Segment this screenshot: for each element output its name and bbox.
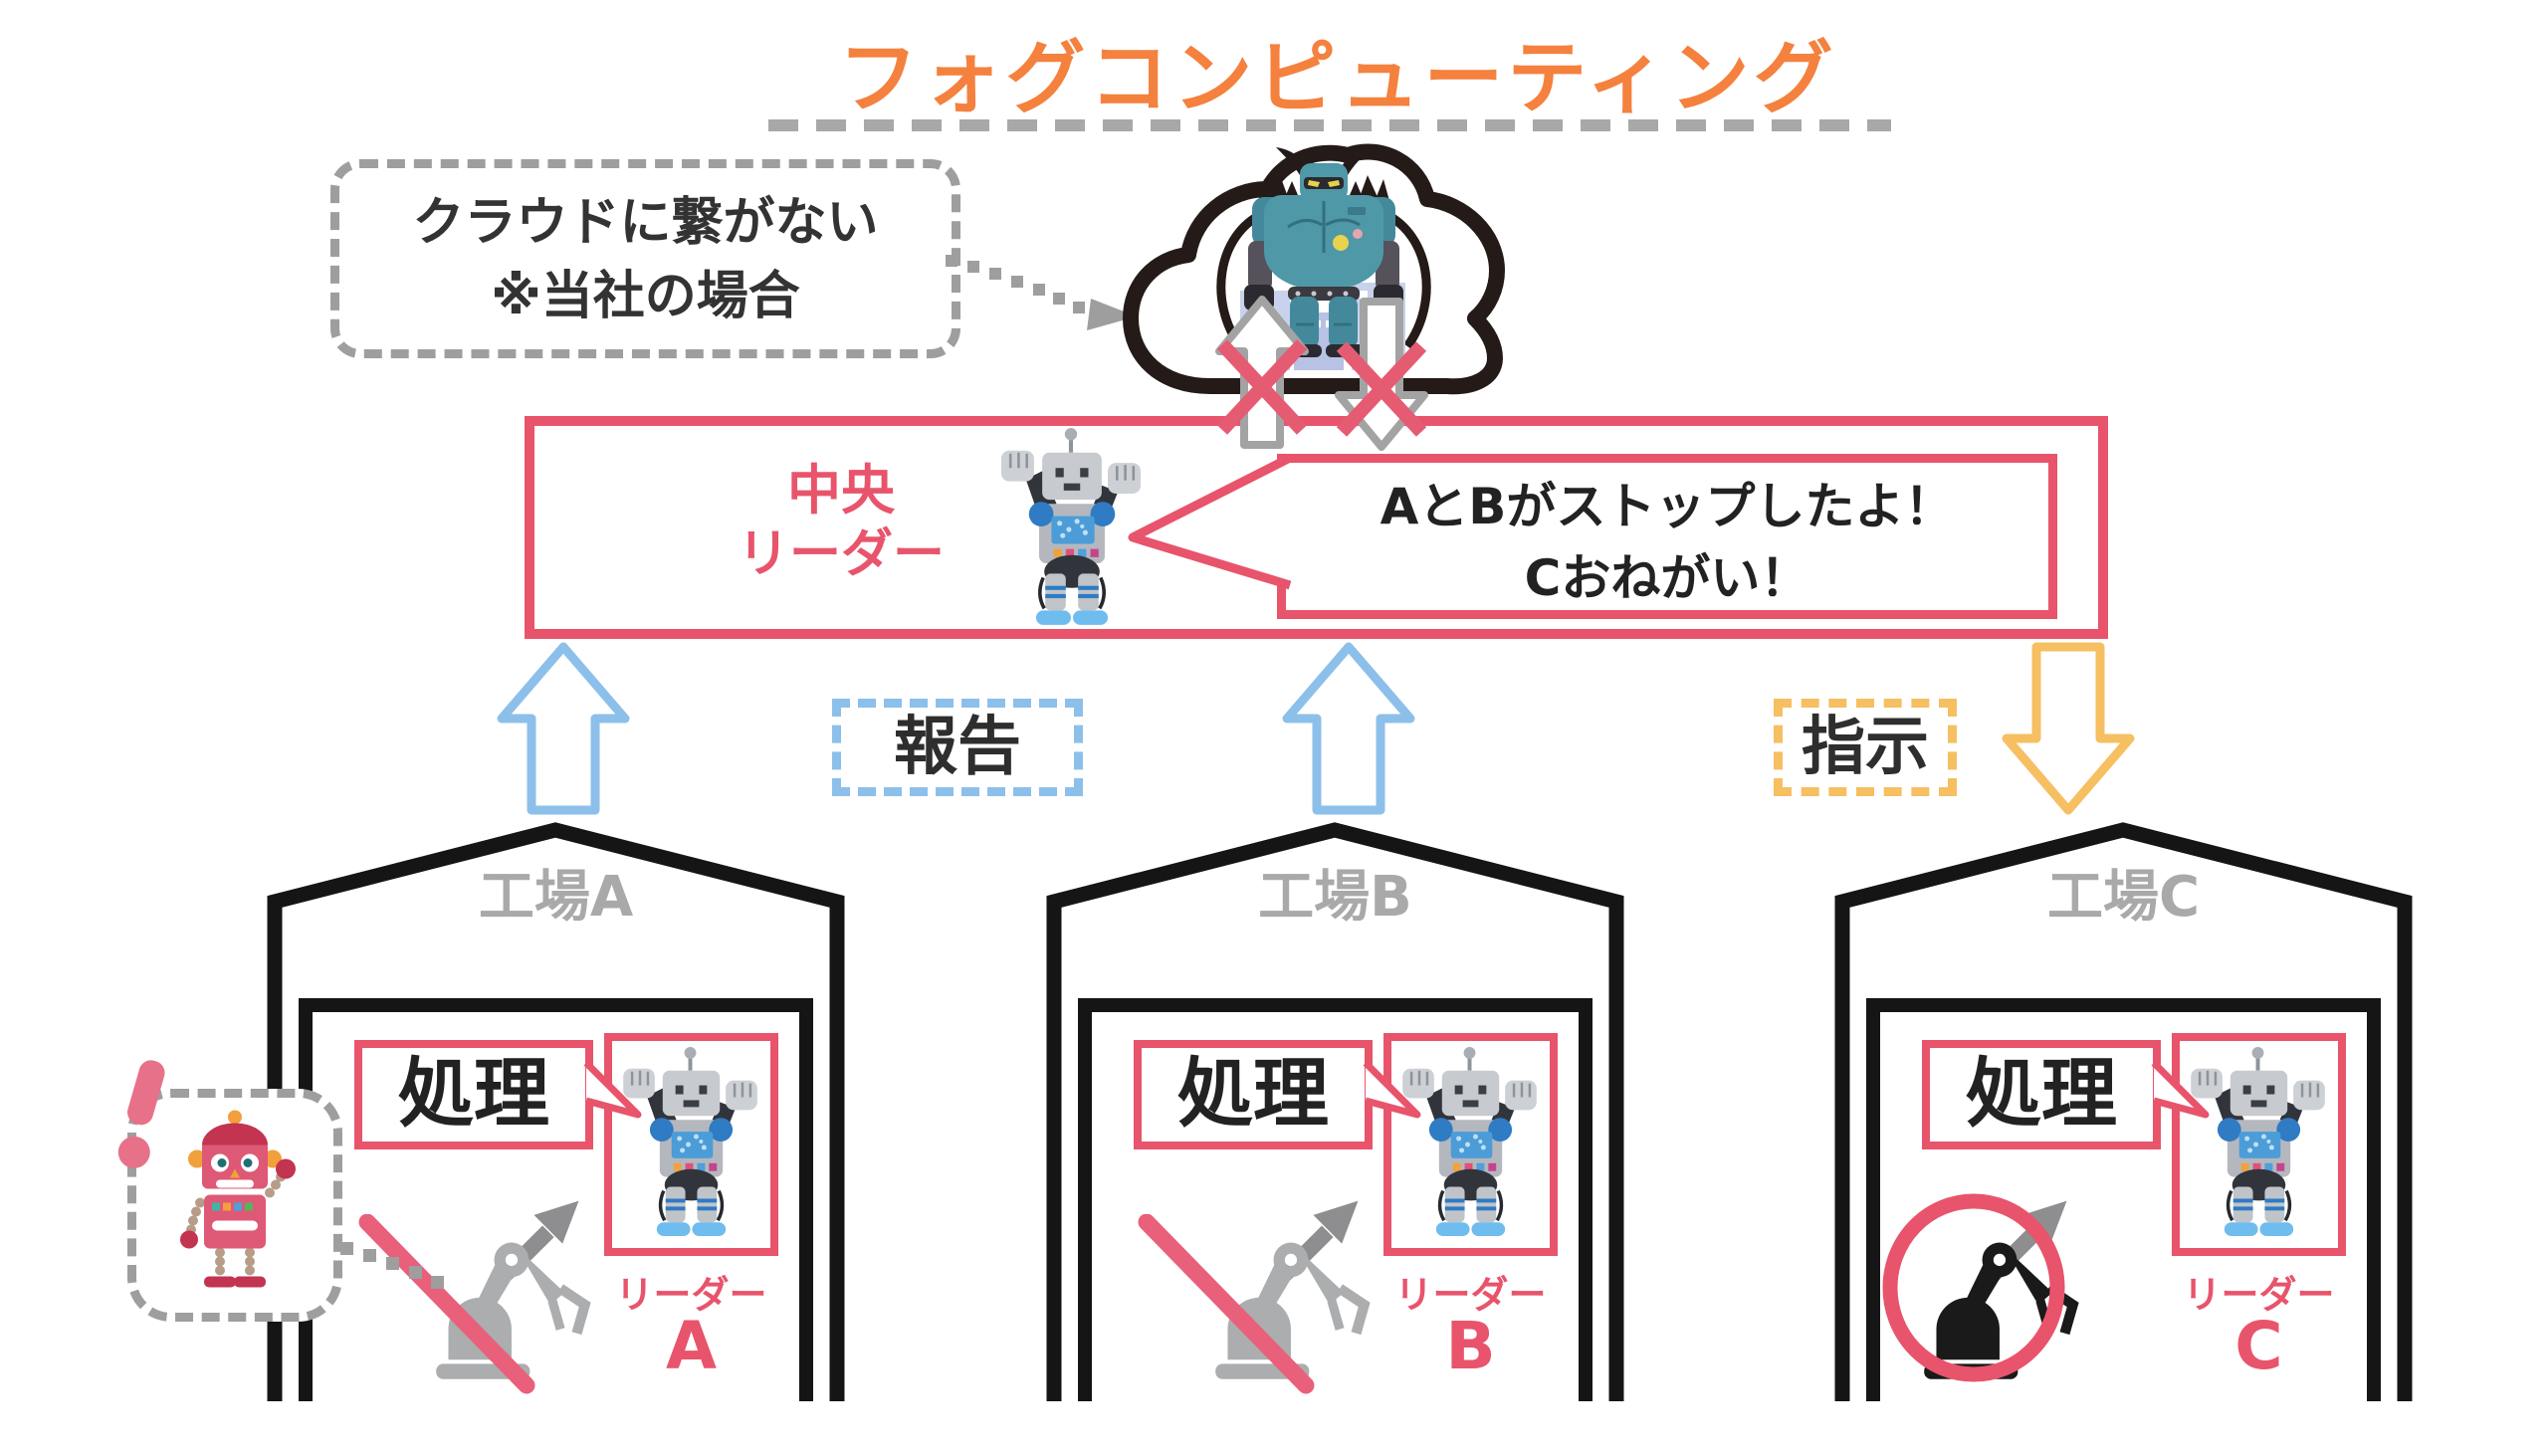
factory-b-process-tail-icon	[1363, 1060, 1421, 1119]
blocked-up-arrow-icon	[1215, 296, 1309, 449]
factory-c: 工場C 処理 リーダー C	[1833, 816, 2414, 1413]
factory-b-name: 工場B	[1258, 865, 1412, 930]
highlight-circle-icon	[1882, 1193, 2065, 1382]
stop-slash-icon	[1138, 1214, 1315, 1394]
central-bubble-line2: Cおねがい！	[1524, 549, 1810, 607]
factory-a-process-tail-icon	[583, 1060, 642, 1119]
factory-a-leader-label: リーダー	[615, 1273, 767, 1317]
factory-a: 工場A 処理 リーダー A	[266, 816, 846, 1413]
alert-bubble-tail-icon	[340, 1242, 444, 1289]
blocked-down-arrow-icon	[1335, 298, 1428, 451]
instruct-label: 指示	[1774, 699, 1957, 796]
central-speech-bubble: AとBがストップしたよ！ Cおねがい！	[1277, 454, 2057, 619]
factory-b: 工場B 処理 リーダー B	[1045, 816, 1625, 1413]
factory-c-process-tail-icon	[2151, 1060, 2210, 1119]
factory-a-leader-letter: A	[665, 1308, 718, 1384]
factory-b-leader-label: リーダー	[1394, 1273, 1547, 1317]
cloud-note-bubble: クラウドに繋がない ※当社の場合	[330, 159, 960, 358]
page-title: フォグコンピューティング	[838, 32, 1837, 124]
title-underline	[768, 119, 1891, 131]
report-label: 報告	[832, 699, 1083, 796]
factory-c-leader-label: リーダー	[2183, 1273, 2335, 1317]
exclamation-icon	[117, 1060, 165, 1168]
cloud-monster-icon	[1123, 143, 1505, 395]
central-label-line2: リーダー	[737, 524, 945, 584]
instruct-arrow-icon	[2002, 642, 2135, 815]
report-arrow-b-icon	[1282, 642, 1415, 815]
central-leader-label: 中央 リーダー	[682, 460, 1000, 587]
factory-b-outline	[1046, 822, 1624, 1401]
report-arrow-a-icon	[497, 642, 630, 815]
cloud-note-tail-icon	[946, 255, 1137, 330]
central-label-line1: 中央	[787, 459, 895, 521]
factory-b-leader-letter: B	[1445, 1308, 1496, 1384]
factory-c-leader-letter: C	[2234, 1308, 2283, 1384]
stop-slash-icon	[358, 1214, 535, 1394]
factory-a-process-box: 処理	[354, 1040, 593, 1149]
cloud-note-line1: クラウドに繋がない	[412, 193, 879, 253]
factory-a-name: 工場A	[478, 865, 634, 930]
factory-b-process-box: 処理	[1134, 1040, 1373, 1149]
central-bubble-tail-icon	[1128, 453, 1293, 590]
factory-c-outline	[1834, 822, 2413, 1401]
factory-c-name: 工場C	[2046, 865, 2201, 930]
factory-c-process-box: 処理	[1922, 1040, 2161, 1149]
central-bubble-line1: AとBがストップしたよ！	[1380, 478, 1955, 535]
cloud-note-line2: ※当社の場合	[491, 267, 800, 326]
